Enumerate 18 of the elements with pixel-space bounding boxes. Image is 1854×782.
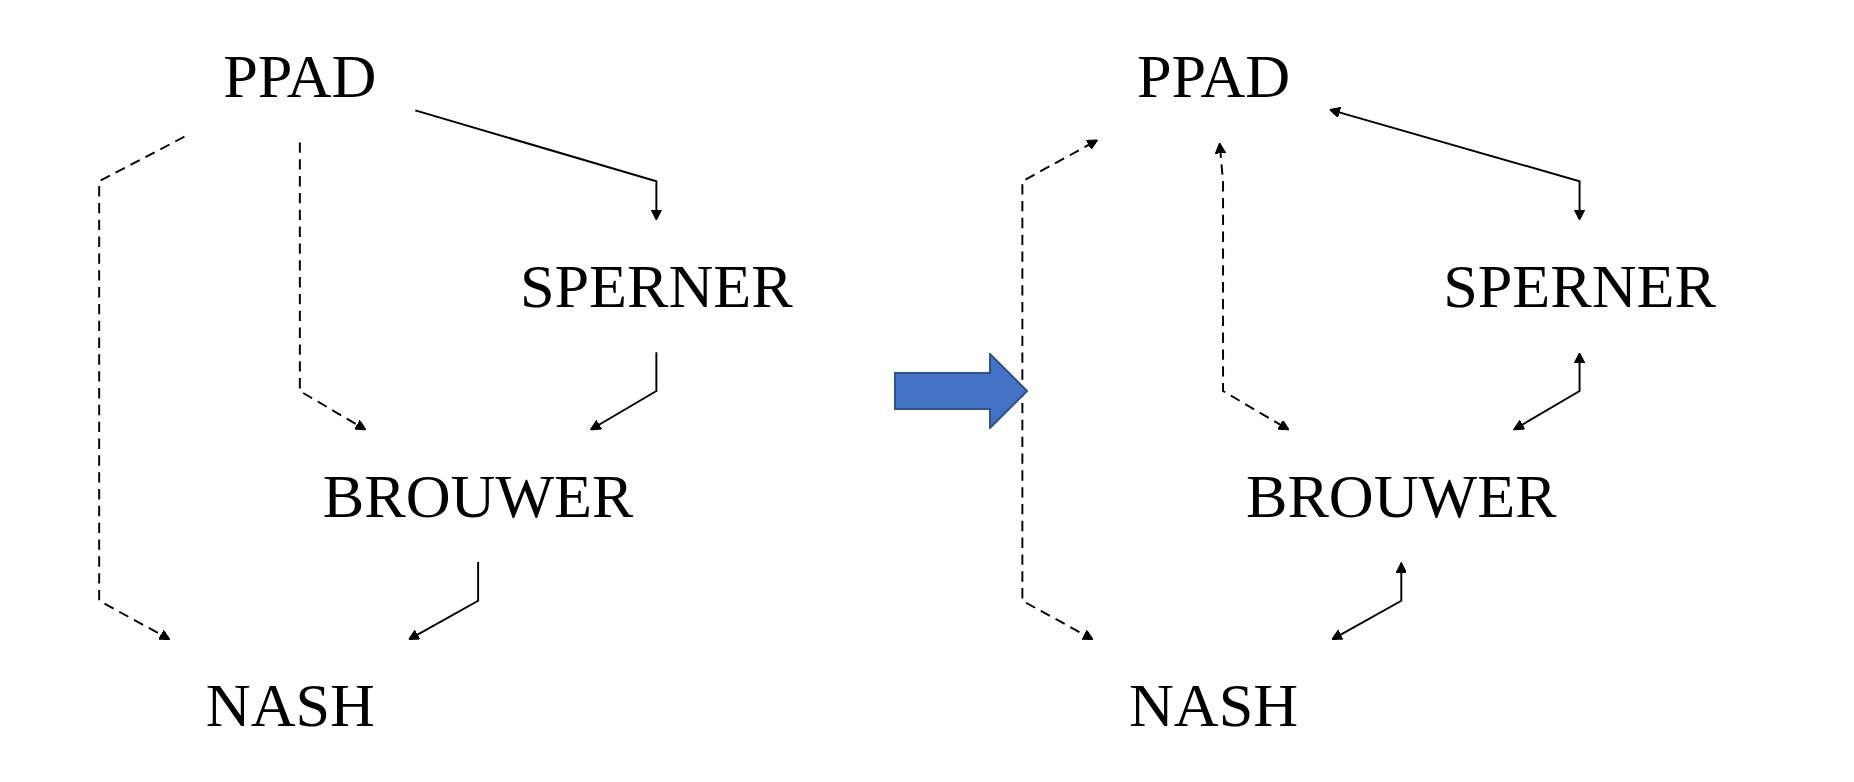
arrow (298, 141, 367, 431)
arrow (98, 135, 186, 641)
arrow (1214, 142, 1290, 431)
arrow (1331, 561, 1407, 641)
node-text: SPERNER (519, 251, 793, 320)
node-text: BROUWER (1245, 460, 1557, 530)
node-text: PPAD (223, 41, 377, 111)
node-text: PPAD (1136, 41, 1291, 111)
node-text: SPERNER (1443, 251, 1716, 320)
arrow (589, 351, 658, 431)
arrow (1329, 106, 1586, 221)
arrow (1021, 139, 1099, 641)
node-text: NASH (1128, 670, 1299, 740)
node-text: BROUWER (322, 460, 634, 530)
arrow (1513, 352, 1586, 431)
arrow (408, 560, 480, 641)
node-text: NASH (205, 670, 375, 740)
arrow (414, 109, 663, 221)
